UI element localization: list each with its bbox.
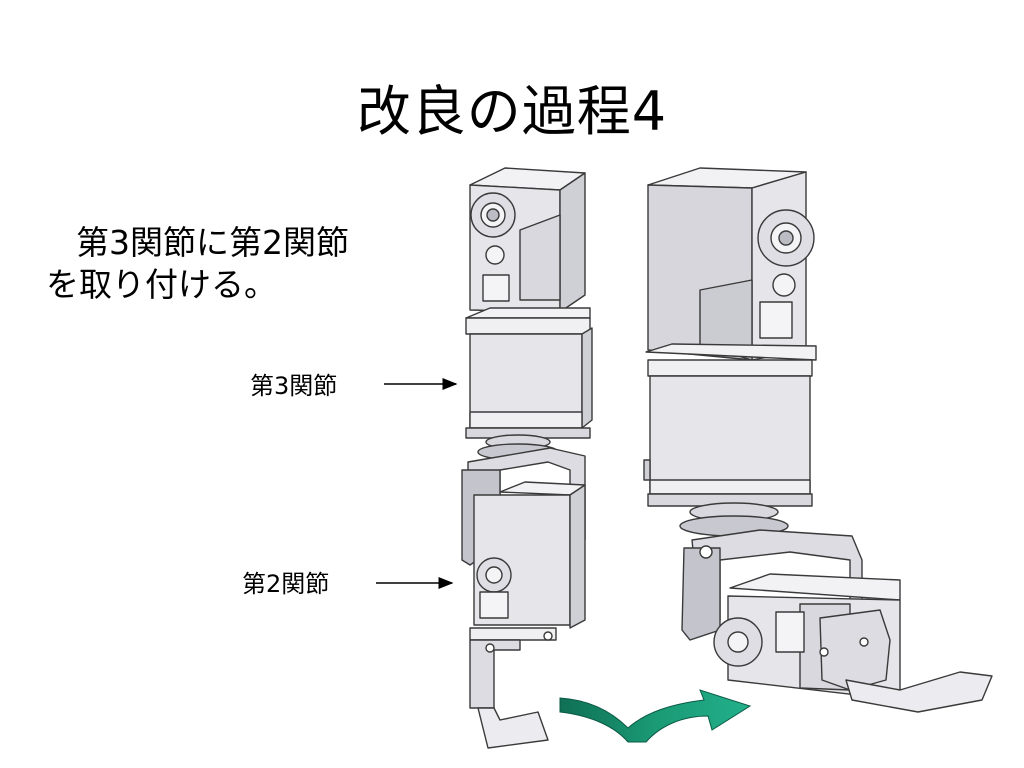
joint2-label: 第2関節 (242, 570, 330, 598)
body-text-line-1: 第3関節に第2関節 (76, 223, 349, 262)
left-top-servo (469, 167, 586, 313)
right-leg-assembly (643, 167, 993, 713)
right-foot-bracket (819, 609, 993, 713)
rotation-arrow (559, 689, 752, 743)
left-leg-assembly (461, 167, 593, 749)
right-bracket (681, 529, 863, 641)
right-joint3-servo (645, 343, 817, 507)
body-text-line-2: を取り付ける。 (46, 265, 277, 304)
left-foot-bracket (469, 627, 557, 749)
slide-title: 改良の過程4 (356, 80, 668, 143)
body-text: 第3関節に第2関節 を取り付ける。 (46, 222, 349, 306)
left-joint3-servo (465, 307, 593, 439)
joint3-label: 第3関節 (250, 372, 338, 400)
right-top-servo (647, 167, 815, 361)
left-joint2-servo (473, 481, 586, 629)
